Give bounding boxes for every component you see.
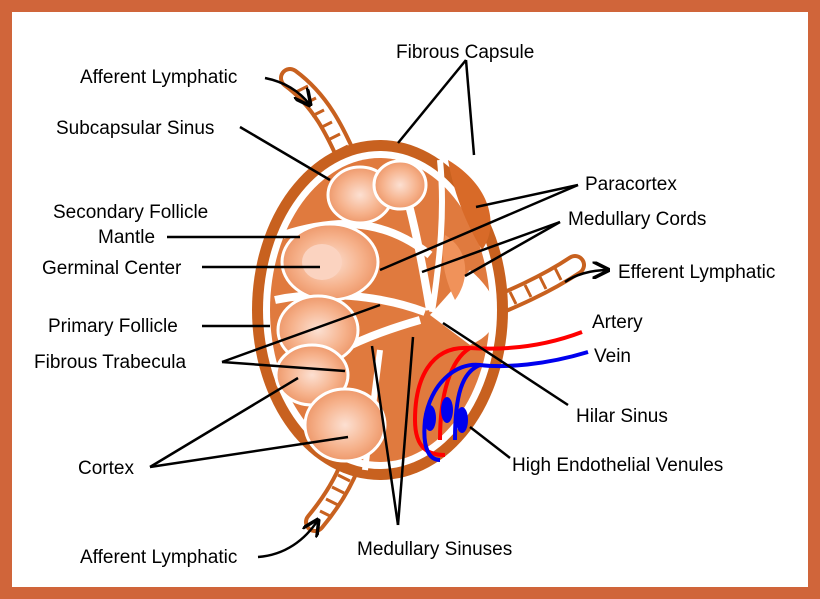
label-germinal-center: Germinal Center bbox=[42, 258, 182, 279]
label-high-endothelial-venules: High Endothelial Venules bbox=[512, 455, 723, 476]
label-vein: Vein bbox=[594, 346, 631, 367]
label-medullary-sinuses: Medullary Sinuses bbox=[357, 539, 512, 560]
label-subcapsular-sinus: Subcapsular Sinus bbox=[56, 118, 214, 139]
secondary-follicle bbox=[282, 224, 378, 300]
afferent-lymphatic-vessel-bottom bbox=[315, 465, 350, 522]
lymph-node bbox=[252, 140, 508, 480]
label-afferent-lymphatic-top: Afferent Lymphatic bbox=[80, 67, 237, 88]
label-mantle: Mantle bbox=[98, 227, 155, 248]
label-cortex: Cortex bbox=[78, 458, 134, 479]
hev-3 bbox=[456, 407, 468, 433]
label-fibrous-trabecula: Fibrous Trabecula bbox=[34, 352, 187, 373]
hev-2 bbox=[441, 397, 453, 423]
label-fibrous-capsule: Fibrous Capsule bbox=[396, 42, 534, 63]
label-medullary-cords: Medullary Cords bbox=[568, 209, 706, 230]
hev-1 bbox=[424, 405, 436, 431]
label-primary-follicle: Primary Follicle bbox=[48, 316, 178, 337]
follicle-bottom bbox=[305, 389, 385, 461]
label-secondary-follicle: Secondary Follicle bbox=[53, 202, 208, 223]
label-efferent-lymphatic: Efferent Lymphatic bbox=[618, 262, 775, 283]
label-afferent-lymphatic-bottom: Afferent Lymphatic bbox=[80, 547, 237, 568]
label-artery: Artery bbox=[592, 312, 643, 333]
label-hilar-sinus: Hilar Sinus bbox=[576, 406, 668, 427]
label-paracortex: Paracortex bbox=[585, 174, 677, 195]
